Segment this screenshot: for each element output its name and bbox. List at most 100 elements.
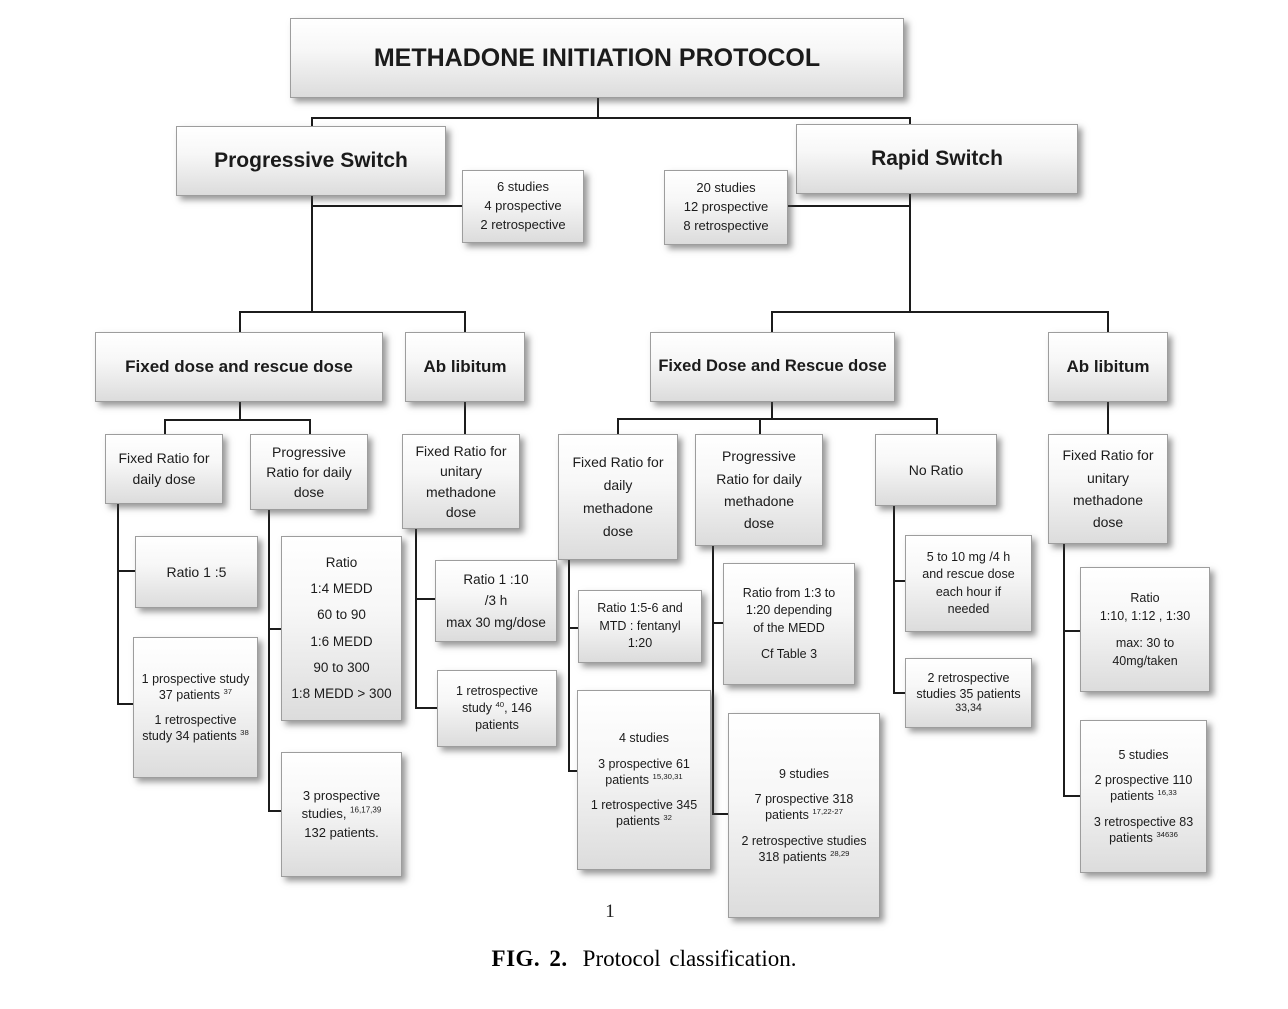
connector-line bbox=[568, 627, 578, 629]
box-text-line: max 30 mg/dose bbox=[446, 614, 546, 630]
ab-libitum-rapid-box: Ab libitum bbox=[1048, 332, 1168, 402]
connector-line bbox=[117, 504, 119, 704]
connector-line bbox=[1063, 544, 1065, 796]
box-text-line: 37 patients 37 bbox=[158, 686, 233, 702]
box-text-line: dose bbox=[602, 523, 634, 540]
box-text-line: and rescue dose bbox=[922, 567, 1015, 581]
box-text-line: 3 prospective 61 bbox=[598, 756, 690, 771]
box-text-line: methadone bbox=[582, 500, 654, 516]
box-text-line: No Ratio bbox=[908, 461, 964, 478]
box-text-line: studies 35 patients bbox=[916, 687, 1021, 702]
box-text-line: METHADONE INITIATION PROTOCOL bbox=[373, 43, 821, 72]
box-text-line: Ratio 1 :10 bbox=[463, 571, 529, 587]
box-text-line: patients 16,33 bbox=[1110, 788, 1177, 804]
connector-line bbox=[268, 510, 270, 811]
connector-line bbox=[712, 622, 723, 624]
connector-line bbox=[909, 194, 911, 312]
connector-line bbox=[617, 418, 619, 434]
box-text-line: Ab libitum bbox=[1066, 356, 1150, 376]
box-text-line: 1 retrospective bbox=[456, 684, 538, 699]
box-text-line: Fixed Ratio for bbox=[572, 453, 664, 470]
box-text-line: 40mg/taken bbox=[1112, 654, 1178, 669]
box-text-line: needed bbox=[947, 602, 990, 616]
box-text-line: daily dose bbox=[132, 471, 196, 487]
box-text-line: 1:8 MEDD > 300 bbox=[291, 686, 392, 702]
connector-line bbox=[597, 98, 599, 118]
box-text-line: Progressive Switch bbox=[214, 149, 408, 173]
box-text-line: 2 prospective 110 bbox=[1094, 773, 1193, 788]
box-text-line: Progressive bbox=[722, 448, 796, 465]
box-text-line: 132 patients. bbox=[304, 824, 379, 840]
connector-line bbox=[311, 117, 313, 126]
box-text-line: Ratio for daily bbox=[716, 470, 802, 487]
box-text-line: Ratio 1 :5 bbox=[166, 563, 227, 580]
connector-line bbox=[464, 311, 466, 332]
box-text-line: 3 prospective bbox=[302, 788, 381, 804]
box-text-line: 7 prospective 318 bbox=[754, 792, 854, 807]
box-text-line: Rapid Switch bbox=[871, 147, 1003, 171]
connector-line bbox=[788, 205, 909, 207]
connector-line bbox=[771, 311, 773, 332]
box-text-line: MTD : fentanyl bbox=[599, 618, 681, 633]
box-text-line: Ratio bbox=[1130, 590, 1160, 605]
connector-line bbox=[936, 418, 938, 434]
box-text-line: 2 retrospective bbox=[927, 670, 1010, 685]
box-text-line: Ratio bbox=[325, 554, 358, 570]
connector-line bbox=[415, 529, 417, 708]
medd-studies-box: 3 prospective studies, 16,17,39 132 patien… bbox=[281, 752, 402, 877]
figure-caption-label: FIG. 2. bbox=[491, 946, 568, 971]
connector-line bbox=[771, 402, 773, 419]
box-text-line: 6 studies bbox=[496, 179, 550, 195]
box-text-line: 5 studies bbox=[1118, 747, 1169, 762]
box-text-line: 9 studies bbox=[778, 766, 830, 781]
box-text-line: 1:10, 1:12 , 1:30 bbox=[1099, 608, 1191, 623]
box-text-line: Fixed Ratio for bbox=[1062, 447, 1154, 464]
box-text-line: 2 retrospective bbox=[480, 216, 566, 232]
connector-line bbox=[617, 418, 936, 420]
connector-line bbox=[117, 703, 133, 705]
box-text-line: 90 to 300 bbox=[313, 659, 370, 675]
box-text-line: 318 patients 28,29 bbox=[758, 848, 850, 864]
title-box: METHADONE INITIATION PROTOCOL bbox=[290, 18, 904, 98]
box-text-line: patients 17,22-27 bbox=[765, 807, 843, 823]
fixed-dose-rescue-progressive-box: Fixed dose and rescue dose bbox=[95, 332, 383, 402]
box-text-line: 1:4 MEDD bbox=[310, 580, 373, 596]
connector-line bbox=[712, 813, 728, 815]
box-text-line: methadone bbox=[425, 483, 497, 500]
box-text-line: patients bbox=[475, 717, 519, 732]
box-text-line: 3 retrospective 83 bbox=[1093, 814, 1194, 829]
box-text-line: 1 retrospective bbox=[154, 713, 237, 727]
connector-line bbox=[415, 598, 435, 600]
box-text-line: patients 32 bbox=[616, 813, 672, 829]
box-text-line: 1 retrospective 345 bbox=[590, 798, 698, 813]
fixed-ratio-daily-dose-box: Fixed Ratio for daily dose bbox=[105, 434, 223, 504]
box-text-line: 1 prospective study bbox=[141, 671, 250, 686]
box-text-line: 60 to 90 bbox=[317, 607, 366, 623]
box-text-line: methadone bbox=[723, 493, 795, 509]
connector-line bbox=[909, 117, 911, 124]
connector-line bbox=[239, 311, 466, 313]
box-text-line: 8 retrospective bbox=[683, 217, 769, 233]
connector-line bbox=[568, 770, 577, 772]
box-text-line: studies, 16,17,39 bbox=[301, 806, 382, 822]
ratio-1-5-box: Ratio 1 :5 bbox=[135, 536, 258, 608]
box-text-line: 5 to 10 mg /4 h bbox=[926, 549, 1011, 564]
connector-line bbox=[1107, 311, 1109, 332]
box-text-line: Fixed Ratio for bbox=[118, 450, 210, 466]
box-text-line: Ratio 1:5-6 and bbox=[597, 601, 683, 616]
box-text-line: 1:20 bbox=[627, 636, 653, 651]
connector-line bbox=[311, 205, 462, 207]
connector-line bbox=[415, 707, 437, 709]
